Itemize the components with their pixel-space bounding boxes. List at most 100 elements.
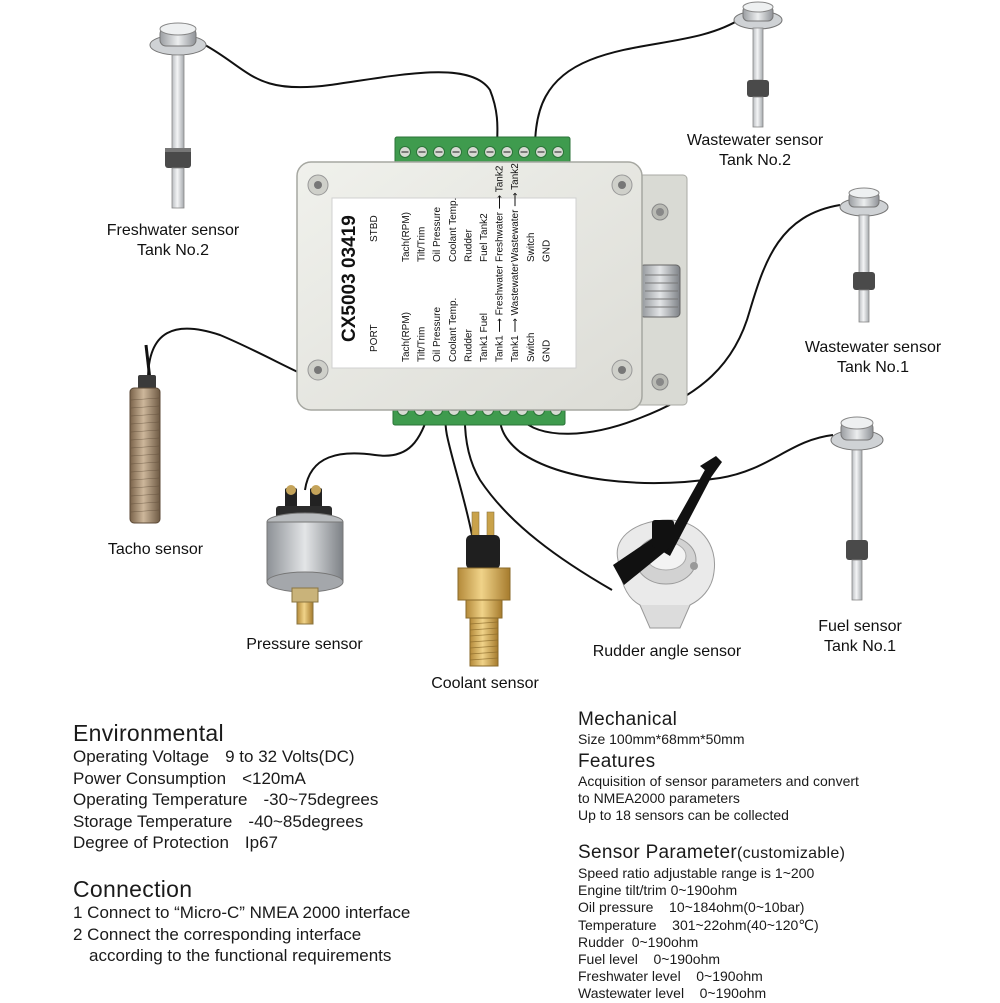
pressure-sensor-label: Pressure sensor xyxy=(246,636,363,653)
stbd-terminal-label: Tach(RPM) xyxy=(401,212,412,262)
port-terminal-label: Rudder xyxy=(463,329,474,362)
stbd-terminal-label: Rudder xyxy=(463,229,474,262)
stbd-terminal-label: Coolant Temp. xyxy=(448,198,459,262)
spec-key: Operating Temperature xyxy=(73,790,248,809)
stbd-terminal-label: Fuel Tank2 xyxy=(479,213,490,262)
environmental-row: Power Consumption <120mA xyxy=(73,768,543,790)
sensor-parameter-line: Rudder 0~190ohm xyxy=(578,933,699,950)
connection-step-2: 2 Connect the corresponding interface xyxy=(73,924,362,944)
label-line: Freshwater sensor xyxy=(106,222,240,239)
rudder-angle-sensor-label: Rudder angle sensor xyxy=(592,643,742,660)
wastewater-sensor-tank1-illustration xyxy=(839,187,889,323)
features-line: Acquisition of sensor parameters and con… xyxy=(578,773,859,789)
stbd-terminal-label: Oil Pressure xyxy=(432,207,443,262)
sensor-parameter-line: Wastewater level 0~190ohm xyxy=(578,985,767,1002)
stbd-terminal-label: Freshwater ⟶ Tank2 xyxy=(495,165,506,262)
stbd-terminal-label: Switch xyxy=(526,233,537,262)
wire-wastewater-tank1 xyxy=(519,204,841,435)
port-terminal-label: GND xyxy=(541,340,552,362)
sensor-parameter-line: Fuel level 0~190ohm xyxy=(578,951,721,968)
port-terminal-label: Tank1 Fuel xyxy=(479,313,490,362)
sensor-parameter-subtitle: (customizable) xyxy=(736,845,846,862)
connection-step-2-continued: according to the functional requirements xyxy=(89,946,392,965)
wires xyxy=(147,17,841,591)
connection-title: Connection xyxy=(73,876,193,902)
label-line: Tank No.1 xyxy=(823,638,897,655)
spec-value: 9 to 32 Volts(DC) xyxy=(225,747,355,766)
features-line: to NMEA2000 parameters xyxy=(578,790,740,807)
freshwater-sensor-tank2-label: Freshwater sensor Tank No.2 xyxy=(78,221,268,261)
coolant-sensor-illustration xyxy=(457,511,511,667)
stbd-terminal-label: GND xyxy=(541,240,552,262)
spec-key: Power Consumption xyxy=(73,768,227,788)
spec-key: Storage Temperature xyxy=(73,811,233,831)
mechanical-title: Mechanical xyxy=(578,709,678,730)
tacho-sensor-illustration xyxy=(129,344,161,524)
label-line: Tank No.1 xyxy=(836,359,910,376)
tacho-sensor-label: Tacho sensor xyxy=(107,541,204,558)
port-terminal-label: Switch xyxy=(526,333,537,362)
label-line: Wastewater sensor xyxy=(804,339,942,356)
wire-coolant xyxy=(444,409,473,536)
environmental-row: Storage Temperature -40~85degrees xyxy=(73,811,543,833)
rudder-angle-sensor-illustration xyxy=(613,456,722,629)
sensor-parameter-line: Freshwater level 0~190ohm xyxy=(578,968,763,985)
label-line: Fuel sensor xyxy=(818,618,902,635)
sensor-parameter-title: Sensor Parameter(customizable) xyxy=(578,842,988,865)
label-plate xyxy=(331,197,577,369)
sensor-parameter-line: Temperature 301~22ohm(40~120℃) xyxy=(578,916,819,933)
sensor-parameter-line: Speed ratio adjustable range is 1~200 xyxy=(578,865,815,881)
spec-key: Degree of Protection xyxy=(73,833,229,852)
wastewater-sensor-tank2-illustration xyxy=(733,1,783,128)
features-title: Features xyxy=(578,751,656,772)
wire-wastewater-tank2 xyxy=(534,17,743,149)
fuel-sensor-tank1-illustration xyxy=(830,416,884,601)
stbd-terminal-label: Tilt/Trim xyxy=(417,227,428,262)
pressure-sensor-illustration xyxy=(266,485,344,625)
sensor-parameter-title-text: Sensor Parameter xyxy=(578,842,737,863)
port-terminal-label: Tank1 ⟶ Wastewater xyxy=(510,262,521,362)
port-terminal-label: Coolant Temp. xyxy=(448,298,459,362)
wire-rudder xyxy=(463,409,613,591)
wire-fuel-tank1 xyxy=(499,417,834,484)
features-section: Features Acquisition of sensor parameter… xyxy=(578,751,978,825)
label-line: Wastewater sensor xyxy=(686,132,824,149)
model-number: CX5003 03419 xyxy=(339,215,360,342)
stbd-heading: STBD xyxy=(369,215,380,242)
mechanical-size: Size 100mm*68mm*50mm xyxy=(578,731,745,747)
spec-value: Ip67 xyxy=(244,833,279,852)
spec-value: <120mA xyxy=(242,768,306,788)
environmental-row: Degree of Protection Ip67 xyxy=(73,832,543,854)
features-line: Up to 18 sensors can be collected xyxy=(578,807,789,824)
port-terminal-label: Oil Pressure xyxy=(432,307,443,362)
environmental-title: Environmental xyxy=(73,720,224,746)
wire-freshwater-tank2 xyxy=(204,44,499,146)
port-terminal-label: Tank1 ⟶ Freshwater xyxy=(495,265,506,362)
spec-value: -30~75degrees xyxy=(263,790,379,809)
spec-key: Operating Voltage xyxy=(73,747,210,766)
wastewater-sensor-tank1-label: Wastewater sensor Tank No.1 xyxy=(778,338,968,378)
spec-value: -40~85degrees xyxy=(248,811,364,831)
connection-section: Connection 1 Connect to “Micro-C” NMEA 2… xyxy=(73,876,543,967)
sensor-parameter-line: Oil pressure 10~184ohm(0~10bar) xyxy=(578,899,805,916)
sensor-parameter-line: Engine tilt/trim 0~190ohm xyxy=(578,882,738,899)
port-terminal-label: Tach(RPM) xyxy=(401,312,412,362)
connection-step-1: 1 Connect to “Micro-C” NMEA 2000 interfa… xyxy=(73,903,411,922)
environmental-section: Environmental Operating Voltage 9 to 32 V… xyxy=(73,720,543,854)
sensor-parameter-section: Sensor Parameter(customizable) Speed rat… xyxy=(578,842,988,1003)
wire-pressure xyxy=(304,409,431,491)
coolant-sensor-label: Coolant sensor xyxy=(431,675,539,692)
environmental-row: Operating Voltage 9 to 32 Volts(DC) xyxy=(73,746,543,768)
port-heading: PORT xyxy=(369,324,380,352)
environmental-row: Operating Temperature -30~75degrees xyxy=(73,789,543,811)
wastewater-sensor-tank2-label: Wastewater sensor Tank No.2 xyxy=(660,131,850,171)
label-line: Tank No.2 xyxy=(136,242,210,259)
mechanical-section: Mechanical Size 100mm*68mm*50mm xyxy=(578,709,978,748)
stbd-terminal-label: Wastewater ⟶ Tank2 xyxy=(510,163,521,262)
label-line: Tank No.2 xyxy=(718,152,792,169)
freshwater-sensor-tank2-illustration xyxy=(149,22,207,209)
fuel-sensor-tank1-label: Fuel sensor Tank No.1 xyxy=(790,617,930,657)
port-terminal-label: Tilt/Trim xyxy=(417,327,428,362)
